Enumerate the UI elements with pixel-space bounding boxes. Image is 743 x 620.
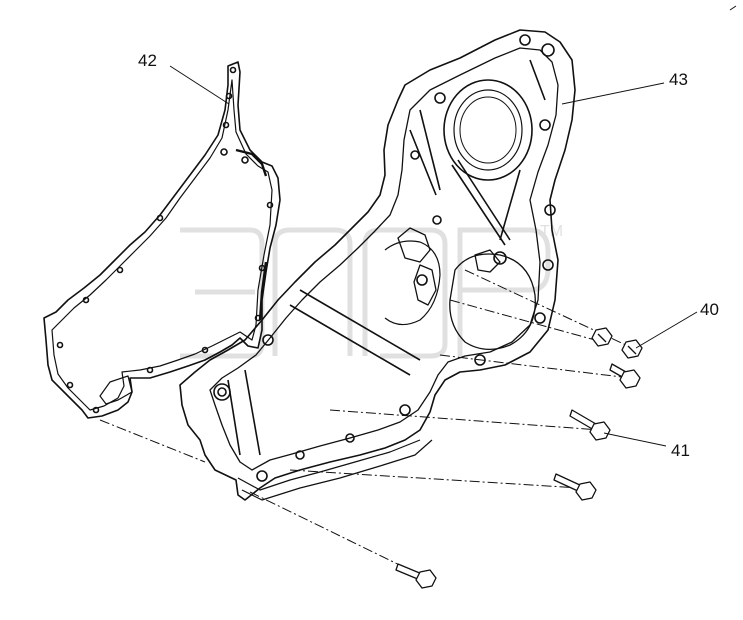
leader-43 (561, 82, 665, 105)
callout-43: 43 (669, 70, 688, 89)
gear-housing (179, 29, 576, 501)
flange-nut-40a (591, 327, 613, 347)
flange-nut-40b (621, 339, 643, 359)
leader-lines (169, 65, 698, 447)
callout-40: 40 (700, 300, 719, 319)
bolt-41b (553, 473, 597, 501)
corner-mark (729, 5, 737, 11)
front-cover-gasket (43, 61, 281, 419)
leader-41 (603, 432, 667, 447)
bolt-41a (569, 409, 611, 441)
bolt-short (609, 363, 641, 389)
bolt-41c (395, 563, 437, 589)
bolt-hardware (395, 327, 643, 589)
leader-40 (635, 311, 698, 349)
callout-42: 42 (138, 51, 157, 70)
callout-41: 41 (671, 441, 690, 460)
leader-42 (169, 65, 230, 105)
